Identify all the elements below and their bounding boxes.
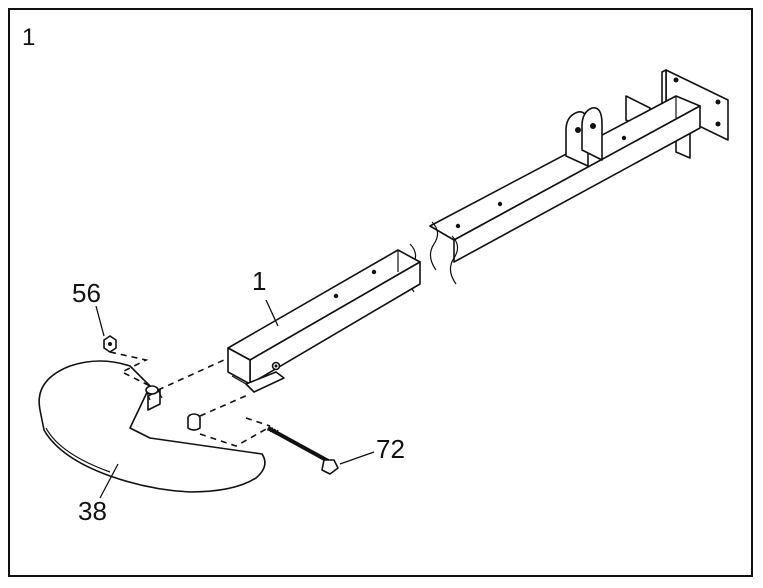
nut-56: [103, 335, 117, 353]
callout-foot-plate: 38: [78, 496, 107, 526]
callout-nut: 56: [72, 278, 101, 308]
step-number: 1: [22, 24, 36, 51]
plate-spacer: [187, 413, 201, 431]
assembly-lines: [109, 351, 271, 447]
main-frame-far-section: [429, 95, 701, 263]
callout-frame: 1: [252, 266, 266, 296]
foot-plate: [38, 360, 266, 493]
bolt-72: [266, 425, 339, 475]
leader-lines: [95, 299, 375, 499]
pulley-bracket: [565, 107, 603, 167]
main-frame-near-section: [227, 249, 421, 385]
callout-bolt: 72: [376, 434, 405, 464]
frame-mount-tab: [231, 371, 285, 393]
